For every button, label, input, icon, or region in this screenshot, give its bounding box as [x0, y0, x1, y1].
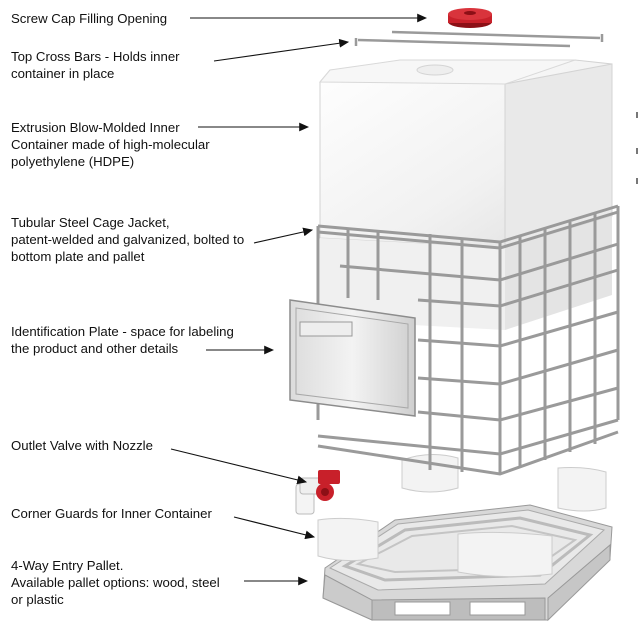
label-corner-guards: Corner Guards for Inner Container — [11, 506, 212, 521]
arrow-outlet-valve — [170, 448, 308, 485]
label-screw-cap: Screw Cap Filling Opening — [11, 11, 168, 26]
screw-cap — [448, 8, 492, 28]
label-top-cross-bars: Top Cross Bars - Holds inner container i… — [11, 49, 180, 81]
label-pallet: 4-Way Entry Pallet. Available pallet opt… — [11, 558, 220, 607]
arrow-cage-jacket — [253, 227, 314, 244]
edge-marks — [636, 112, 638, 184]
arrow-top-cross-bars — [213, 38, 350, 62]
label-inner-container: Extrusion Blow-Molded Inner Container ma… — [11, 120, 210, 169]
label-cage-jacket: Tubular Steel Cage Jacket, patent-welded… — [11, 215, 245, 264]
callout-arrows — [170, 13, 428, 586]
top-cross-bars — [354, 30, 604, 48]
label-outlet-valve: Outlet Valve with Nozzle — [11, 438, 153, 453]
outlet-valve — [295, 470, 340, 515]
arrow-corner-guards — [233, 516, 316, 540]
label-id-plate: Identification Plate - space for labelin… — [11, 324, 234, 356]
inner-container — [318, 59, 613, 330]
identification-plate — [289, 299, 416, 417]
